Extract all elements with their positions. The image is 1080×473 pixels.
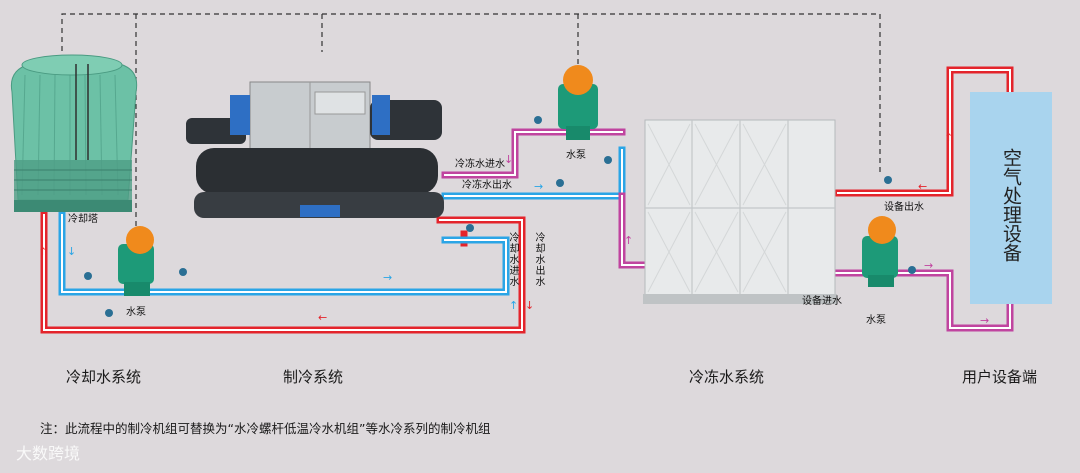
user-pump-label: 水泵 — [866, 314, 886, 326]
svg-text:↑: ↑ — [38, 245, 47, 258]
chilled-system-label: 冷冻水系统 — [689, 366, 764, 387]
svg-text:←: ← — [918, 180, 927, 193]
cooling-in-label: 冷却水进水 — [505, 232, 520, 287]
svg-text:→: → — [534, 180, 543, 193]
svg-text:↓: ↓ — [504, 153, 513, 166]
cooling-tower-label: 冷却塔 — [68, 212, 98, 225]
svg-text:↑: ↑ — [509, 299, 518, 312]
ahu-label: 空气处理设备 — [970, 120, 1052, 290]
svg-text:→: → — [924, 259, 933, 272]
water-tank — [643, 120, 837, 304]
equip-out-label: 设备出水 — [884, 200, 924, 213]
refrigeration-system-label: 制冷系统 — [283, 366, 343, 387]
svg-text:↑: ↑ — [624, 234, 633, 247]
svg-text:↑: ↑ — [944, 131, 953, 144]
svg-text:←: ← — [318, 311, 327, 324]
footnote: 注：此流程中的制冷机组可替换为“水冷螺杆低温冷水机组”等水冷系列的制冷机组 — [40, 418, 490, 437]
cooling-pump-label: 水泵 — [126, 306, 146, 318]
svg-text:↓: ↓ — [67, 245, 76, 258]
user-system-label: 用户设备端 — [962, 366, 1037, 387]
equip-in-label: 设备进水 — [802, 294, 842, 307]
svg-text:→: → — [980, 314, 989, 327]
watermark-logo: 大数跨境 — [16, 440, 80, 464]
svg-text:↓: ↓ — [525, 299, 534, 312]
chiller-unit — [186, 82, 444, 218]
chilled-in-label: 冷冻水进水 — [455, 157, 505, 170]
chilled-out-label: 冷冻水出水 — [462, 178, 512, 191]
cooling-water-pump — [118, 226, 154, 296]
cooling-tower — [11, 55, 136, 212]
cooling-system-label: 冷却水系统 — [66, 366, 141, 387]
chilled-water-pump — [558, 65, 598, 140]
chilled-pump-label: 水泵 — [566, 149, 586, 161]
cooling-out-label: 冷却水出水 — [531, 232, 546, 287]
user-side-pump — [862, 216, 898, 287]
svg-text:→: → — [383, 271, 392, 284]
air-handling-unit: 空气处理设备 — [970, 92, 1052, 304]
